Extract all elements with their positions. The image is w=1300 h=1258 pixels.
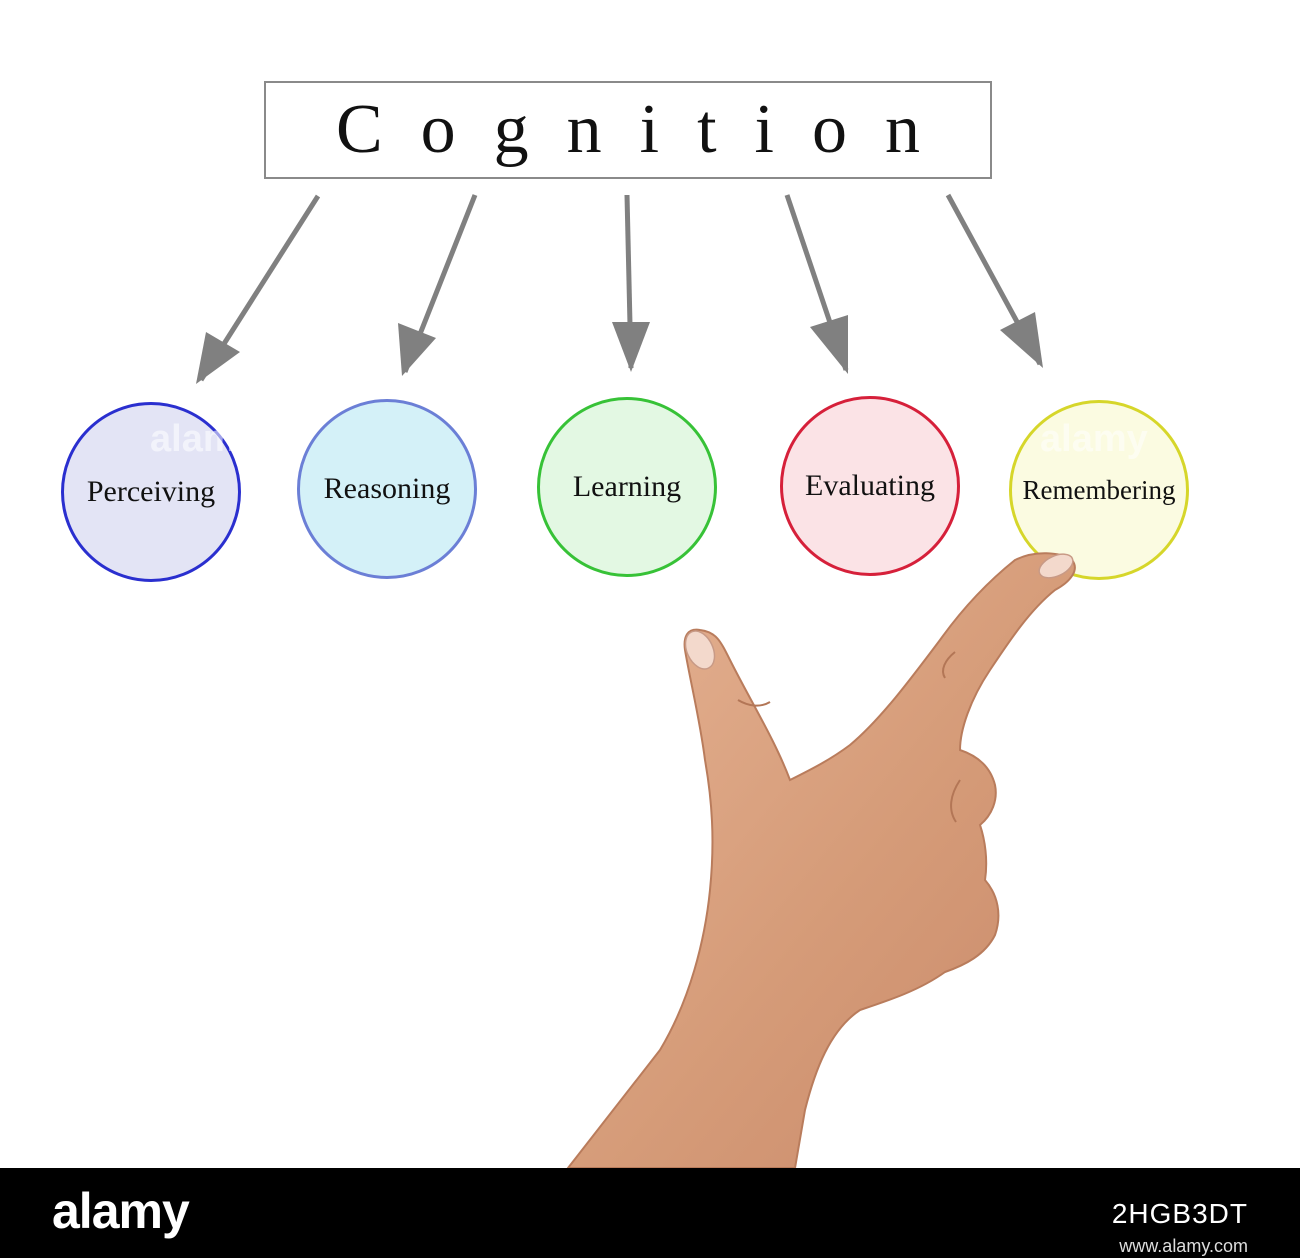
thumb-fingernail bbox=[684, 630, 716, 670]
title-box: Cognition bbox=[264, 81, 992, 179]
index-fingernail bbox=[1038, 553, 1074, 579]
hand-crease bbox=[737, 699, 771, 707]
alamy-logo: alamy bbox=[52, 1183, 190, 1239]
hand-shape bbox=[566, 552, 1076, 1168]
node-evaluating: Evaluating bbox=[780, 396, 960, 576]
hand-crease bbox=[942, 651, 956, 679]
node-perceiving: Perceiving bbox=[61, 402, 241, 582]
arrowhead-perceiving bbox=[196, 332, 240, 384]
hand-crease bbox=[950, 779, 961, 823]
arrowhead-remembering bbox=[1000, 312, 1043, 368]
site-url: www.alamy.com bbox=[1119, 1236, 1248, 1256]
node-label: Reasoning bbox=[323, 472, 451, 505]
node-remembering: Remembering bbox=[1009, 400, 1189, 580]
pointing-hand-image bbox=[566, 552, 1076, 1168]
node-reasoning: Reasoning bbox=[297, 399, 477, 579]
arrowhead-learning bbox=[612, 322, 650, 372]
watermark-footer: alamy 2HGB3DT www.alamy.com bbox=[0, 1168, 1300, 1258]
node-label: Perceiving bbox=[86, 475, 216, 508]
arrowhead-evaluating bbox=[810, 315, 848, 374]
arrowhead-reasoning bbox=[398, 323, 436, 376]
node-learning: Learning bbox=[537, 397, 717, 577]
diagram-canvas: Cognition Perceiving Reasoning Learning … bbox=[61, 81, 1189, 1168]
node-label: Remembering bbox=[1022, 474, 1176, 505]
image-id: 2HGB3DT bbox=[1111, 1198, 1248, 1229]
diagram-title: Cognition bbox=[335, 91, 959, 168]
arrows-layer bbox=[196, 193, 1043, 384]
node-label: Learning bbox=[572, 470, 682, 503]
node-label: Evaluating bbox=[805, 469, 935, 502]
